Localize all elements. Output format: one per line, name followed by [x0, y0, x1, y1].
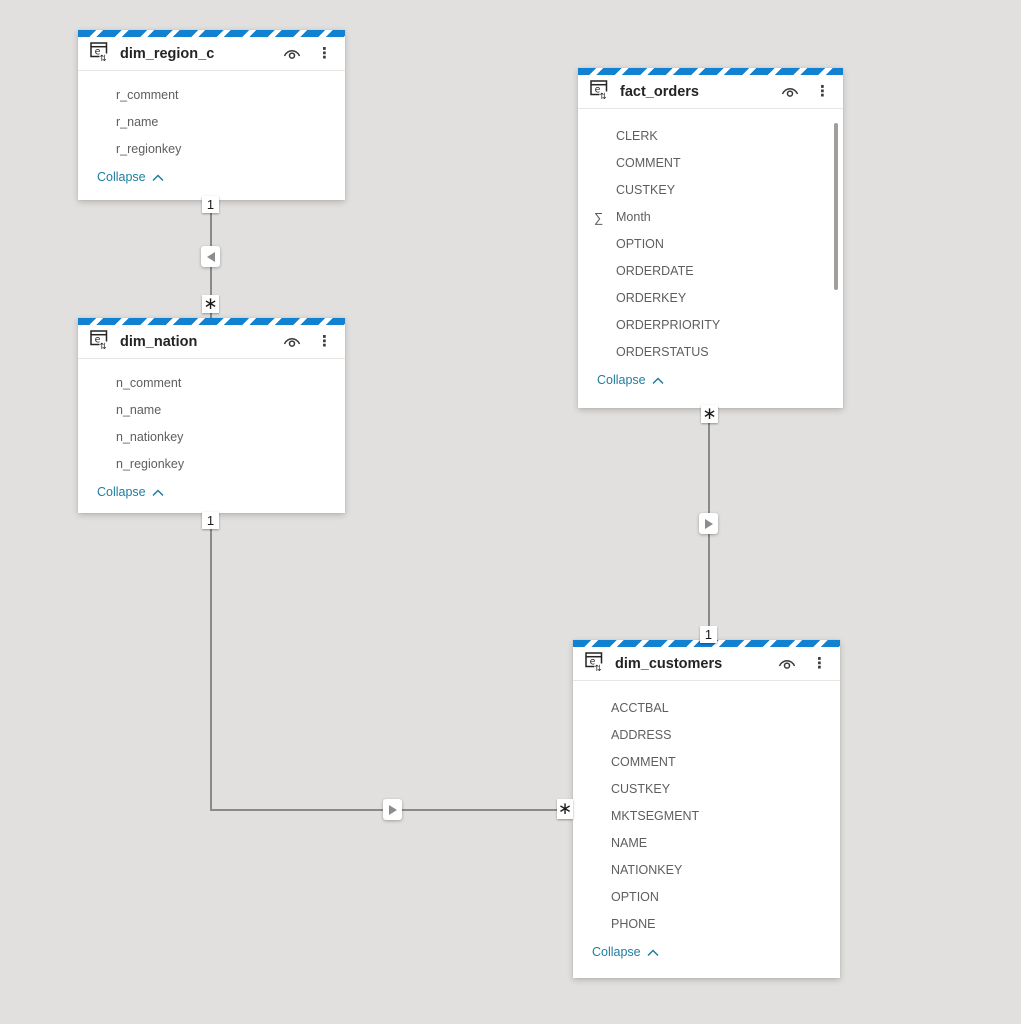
table-title: dim_nation [120, 333, 198, 350]
field-item[interactable]: PHONE [611, 917, 656, 931]
field-item[interactable]: CLERK [616, 129, 658, 143]
table-card-dim-customers[interactable]: e⇅ dim_customers ⋮ ACCTBAL ADDRESS COMME… [573, 640, 840, 978]
table-sync-icon: e⇅ [90, 329, 111, 355]
field-item[interactable]: r_name [116, 115, 159, 129]
table-selected-stripe [78, 318, 345, 325]
svg-text:e: e [590, 656, 596, 667]
cardinality-many-badge[interactable]: ∗ [202, 294, 219, 313]
svg-text:⇅: ⇅ [100, 54, 107, 62]
table-header[interactable]: e⇅ dim_nation ⋮ [78, 325, 345, 359]
chevron-up-icon [647, 949, 659, 957]
field-item[interactable]: ORDERDATE [616, 264, 694, 278]
cardinality-one-badge[interactable]: 1 [202, 196, 219, 213]
table-header[interactable]: e⇅ dim_region_c ⋮ [78, 37, 345, 71]
collapse-link[interactable]: Collapse [573, 945, 840, 968]
field-item[interactable]: n_regionkey [116, 457, 185, 471]
field-item[interactable]: CUSTKEY [616, 183, 676, 197]
scrollbar-thumb[interactable] [834, 123, 838, 290]
table-card-fact-orders[interactable]: e⇅ fact_orders ⋮ CLERK COMMENT CUSTKEY ∑… [578, 68, 843, 408]
collapse-link[interactable]: Collapse [78, 485, 345, 508]
eye-icon[interactable] [777, 657, 797, 671]
table-sync-icon: e⇅ [90, 41, 111, 67]
collapse-label: Collapse [597, 373, 646, 387]
field-item[interactable]: NAME [611, 836, 648, 850]
table-title: dim_customers [615, 655, 723, 672]
collapse-label: Collapse [97, 485, 146, 499]
table-sync-icon: e⇅ [590, 79, 611, 105]
cardinality-one-badge[interactable]: 1 [700, 626, 717, 643]
field-item[interactable]: ORDERSTATUS [616, 345, 709, 359]
more-options-icon[interactable]: ⋮ [812, 655, 827, 672]
field-item[interactable]: ORDERKEY [616, 291, 687, 305]
field-list: n_comment n_name n_nationkey n_regionkey [78, 359, 345, 478]
sum-icon: ∑ [594, 210, 604, 225]
field-item[interactable]: ORDERPRIORITY [616, 318, 721, 332]
relationship-line-nation-customers-vertical[interactable] [210, 511, 212, 810]
svg-text:e: e [95, 334, 101, 345]
eye-icon[interactable] [780, 85, 800, 99]
table-header[interactable]: e⇅ fact_orders ⋮ [578, 75, 843, 109]
table-card-dim-region-c[interactable]: e⇅ dim_region_c ⋮ r_comment r_name r_reg… [78, 30, 345, 200]
more-options-icon[interactable]: ⋮ [815, 83, 830, 100]
table-title: fact_orders [620, 83, 699, 100]
chevron-up-icon [152, 174, 164, 182]
chevron-up-icon [152, 489, 164, 497]
collapse-link[interactable]: Collapse [578, 373, 843, 396]
chevron-up-icon [652, 377, 664, 385]
field-item[interactable]: n_nationkey [116, 430, 184, 444]
field-list: CLERK COMMENT CUSTKEY ∑Month OPTION ORDE… [578, 109, 843, 366]
field-item[interactable]: n_name [116, 403, 162, 417]
table-selected-stripe [573, 640, 840, 647]
field-item[interactable]: OPTION [616, 237, 664, 251]
eye-icon[interactable] [282, 335, 302, 349]
field-item[interactable]: NATIONKEY [611, 863, 683, 877]
field-item[interactable]: OPTION [611, 890, 659, 904]
collapse-label: Collapse [592, 945, 641, 959]
cardinality-many-badge[interactable]: ∗ [701, 404, 718, 423]
collapse-label: Collapse [97, 170, 146, 184]
more-options-icon[interactable]: ⋮ [317, 45, 332, 62]
table-card-dim-nation[interactable]: e⇅ dim_nation ⋮ n_comment n_name n_natio… [78, 318, 345, 513]
svg-text:e: e [95, 46, 101, 57]
collapse-link[interactable]: Collapse [78, 170, 345, 193]
field-item[interactable]: COMMENT [611, 755, 676, 769]
filter-direction-arrow[interactable] [383, 799, 402, 820]
field-list: ACCTBAL ADDRESS COMMENT CUSTKEY MKTSEGME… [573, 681, 840, 938]
field-item[interactable]: n_comment [116, 376, 182, 390]
svg-text:⇅: ⇅ [100, 342, 107, 350]
field-item[interactable]: ACCTBAL [611, 701, 669, 715]
filter-direction-arrow[interactable] [201, 246, 220, 267]
svg-text:e: e [595, 84, 601, 95]
table-header[interactable]: e⇅ dim_customers ⋮ [573, 647, 840, 681]
field-item-measure[interactable]: ∑Month [578, 204, 843, 231]
more-options-icon[interactable]: ⋮ [317, 333, 332, 350]
arrow-right-icon [704, 518, 713, 529]
svg-text:⇅: ⇅ [595, 664, 602, 672]
field-item[interactable]: MKTSEGMENT [611, 809, 700, 823]
field-item[interactable]: COMMENT [616, 156, 681, 170]
table-selected-stripe [78, 30, 345, 37]
field-list: r_comment r_name r_regionkey [78, 71, 345, 163]
table-selected-stripe [578, 68, 843, 75]
field-item[interactable]: r_regionkey [116, 142, 182, 156]
table-title: dim_region_c [120, 45, 215, 62]
field-item[interactable]: CUSTKEY [611, 782, 671, 796]
filter-direction-arrow[interactable] [699, 513, 718, 534]
arrow-right-icon [388, 804, 397, 815]
table-sync-icon: e⇅ [585, 651, 606, 677]
cardinality-one-badge[interactable]: 1 [202, 512, 219, 529]
field-item[interactable]: r_comment [116, 88, 179, 102]
cardinality-many-badge[interactable]: ∗ [557, 799, 573, 819]
eye-icon[interactable] [282, 47, 302, 61]
arrow-left-icon [206, 251, 215, 262]
field-item[interactable]: ADDRESS [611, 728, 672, 742]
svg-text:⇅: ⇅ [600, 92, 607, 100]
